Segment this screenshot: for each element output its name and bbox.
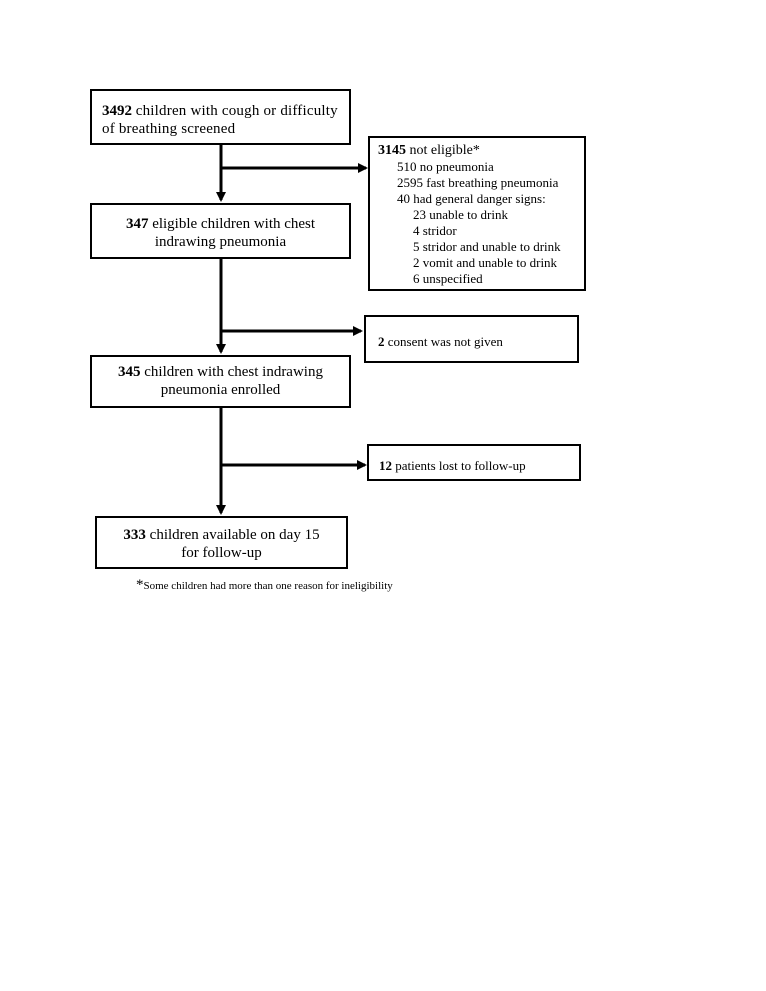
enrolled-box: 345 children with chest indrawing pneumo… <box>90 355 351 408</box>
eligible-text: eligible children with chest indrawing p… <box>152 216 316 250</box>
no-consent-count: 2 <box>378 334 385 349</box>
footnote-text: Some children had more than one reason f… <box>143 580 393 592</box>
no-consent-text: consent was not given <box>387 334 503 349</box>
not-eligible-text: not eligible* <box>409 143 480 158</box>
lost-count: 12 <box>379 458 392 473</box>
danger-sign-item: 6 unspecified <box>413 271 483 286</box>
danger-sign-item: 4 stridor <box>413 223 457 238</box>
lost-box: 12 patients lost to follow-up <box>367 444 581 481</box>
not-eligible-reason: 510 no pneumonia <box>397 159 494 174</box>
danger-sign-item: 23 unable to drink <box>413 207 508 222</box>
not-eligible-count: 3145 <box>378 143 406 158</box>
screened-box: 3492 children with cough or difficulty o… <box>90 89 351 145</box>
screened-count: 3492 <box>102 103 132 119</box>
not-eligible-header: 3145 not eligible* <box>378 143 576 159</box>
footnote-star: * <box>136 577 144 593</box>
enrolled-text: children with chest indrawing pneumonia … <box>144 364 323 398</box>
screened-text: children with cough or difficulty of bre… <box>102 103 338 137</box>
not-eligible-reason: 2595 fast breathing pneumonia <box>397 175 559 190</box>
danger-sign-item: 2 vomit and unable to drink <box>413 255 558 270</box>
danger-sign-item: 5 stridor and unable to drink <box>413 239 561 254</box>
eligible-box: 347 eligible children with chest indrawi… <box>90 203 351 259</box>
not-eligible-reason: 40 had general danger signs: <box>397 191 546 206</box>
footnote: *Some children had more than one reason … <box>136 577 393 594</box>
eligible-count: 347 <box>125 216 149 232</box>
lost-text: patients lost to follow-up <box>395 458 526 473</box>
not-eligible-box: 3145 not eligible* 510 no pneumonia 2595… <box>368 136 586 291</box>
no-consent-box: 2 consent was not given <box>364 315 579 363</box>
available-count: 333 <box>123 527 146 543</box>
enrolled-count: 345 <box>118 364 141 380</box>
available-box: 333 children available on day 15 for fol… <box>95 516 348 569</box>
available-text: children available on day 15 for follow-… <box>149 527 320 561</box>
